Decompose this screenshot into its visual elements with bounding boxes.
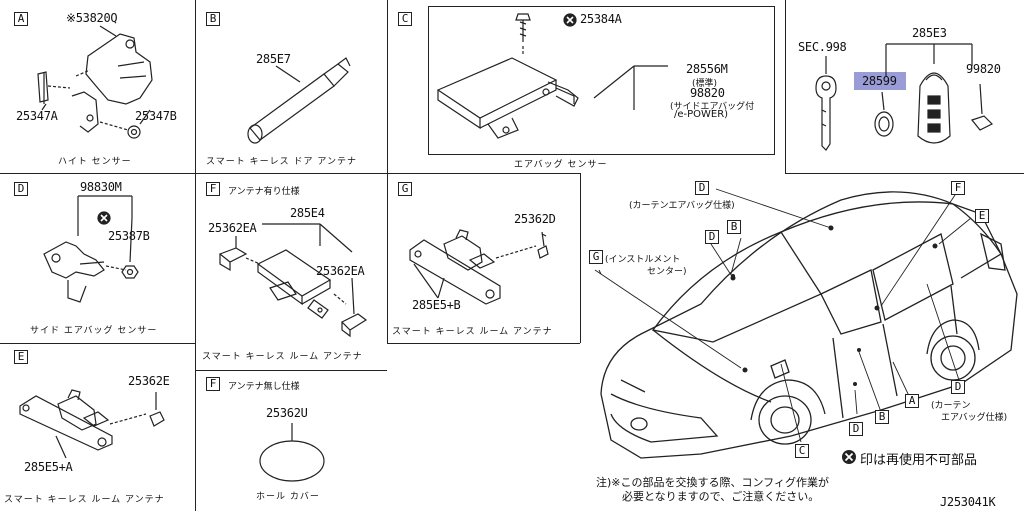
panel-tag: F — [206, 182, 220, 196]
panel-caption: スマート キーレス ルーム アンテナ — [202, 352, 363, 362]
divider — [195, 0, 196, 511]
part-number: 285E5+A — [24, 460, 73, 474]
location-tag: D — [951, 380, 965, 394]
panel-caption: ハイト センサー — [58, 157, 132, 167]
location-tag: D — [695, 181, 709, 195]
part-number: 25347A — [16, 109, 58, 123]
divider — [0, 343, 195, 344]
panel-caption: スマート キーレス ルーム アンテナ — [4, 495, 165, 505]
panel-c: C 25384A 28556M (標準) 98820 (サイドエアバッグ付 /e… — [388, 0, 785, 173]
part-number: 285E3 — [912, 26, 947, 40]
inset-frame — [774, 6, 775, 155]
location-note: エアバッグ仕様) — [941, 413, 1008, 423]
divider — [0, 173, 580, 174]
location-note: センター) — [647, 267, 687, 277]
highlight-box — [854, 72, 906, 90]
location-tag: D — [705, 230, 719, 244]
panel-a: A ※53820Q 25347A 25347B ハイト センサー — [0, 0, 195, 173]
part-number: 285E5+B — [412, 298, 461, 312]
panel-caption: スマート キーレス ルーム アンテナ — [392, 327, 553, 337]
panel-key: SEC.998 285E3 28599 99820 — [786, 0, 1024, 173]
panel-tag: F — [206, 377, 220, 391]
panel-tag: A — [14, 12, 28, 26]
key-fob-drawing — [815, 43, 994, 151]
panel-tag: G — [398, 182, 412, 196]
part-number: 25362EA — [208, 221, 257, 235]
panel-f-with-antenna: F アンテナ有り仕様 285E4 25362EA 25362EA スマート キー… — [196, 174, 387, 370]
part-number: 25347B — [135, 109, 177, 123]
divider — [387, 173, 388, 343]
panel-tag: C — [398, 12, 412, 26]
part-note: (サイドエアバッグ付 — [670, 102, 755, 112]
part-number: 25362E — [128, 374, 170, 388]
vehicle-drawing — [594, 188, 1018, 459]
panel-tag: B — [206, 12, 220, 26]
variant-title: アンテナ有り仕様 — [228, 187, 300, 197]
location-note: (カーテン — [931, 401, 971, 411]
divider — [387, 343, 580, 344]
location-tag: D — [849, 422, 863, 436]
footnote-line: 必要となりますので、ご注意ください。 — [622, 490, 820, 503]
vehicle-overview: D (カーテンエアバッグ仕様) F E D B G (インストルメント センター… — [581, 174, 1024, 511]
part-number: 25384A — [580, 12, 622, 26]
divider — [785, 173, 1024, 174]
location-tag: B — [875, 410, 889, 424]
part-number: 28556M — [686, 62, 728, 76]
location-note: (カーテンエアバッグ仕様) — [629, 201, 735, 211]
part-number: 25362D — [514, 212, 556, 226]
inset-frame — [428, 154, 775, 155]
panel-d: D 98830M 25387B サイド エアバッグ センサー — [0, 174, 195, 343]
legend-text: 印は再使用不可部品 — [860, 453, 978, 468]
panel-b: B 285E7 スマート キーレス ドア アンテナ — [196, 0, 387, 173]
side-airbag-sensor-drawing — [43, 195, 139, 303]
inset-frame — [428, 6, 775, 7]
airbag-sensor-drawing — [436, 13, 668, 139]
part-number: 98820 — [690, 86, 725, 100]
part-note: (標準) — [692, 79, 718, 89]
panel-g: G 25362D 285E5+B スマート キーレス ルーム アンテナ — [388, 174, 580, 343]
door-antenna-drawing — [247, 57, 351, 144]
variant-title: アンテナ無し仕様 — [228, 382, 300, 392]
location-tag: G — [589, 250, 603, 264]
panel-f-without-antenna: F アンテナ無し仕様 25362U ホール カバー — [196, 371, 387, 511]
part-number: 98830M — [80, 180, 122, 194]
part-number: ※53820Q — [66, 11, 118, 25]
section-reference: SEC.998 — [798, 40, 847, 54]
room-antenna-f-drawing — [218, 223, 368, 338]
divider — [580, 173, 581, 343]
panel-caption: サイド エアバッグ センサー — [30, 326, 158, 336]
part-number-highlighted: 28599 — [862, 74, 897, 88]
room-antenna-e-drawing — [19, 389, 165, 459]
part-number: 25362U — [266, 406, 308, 420]
inset-frame — [428, 6, 429, 155]
part-number: 25362EA — [316, 264, 365, 278]
part-note: /e-POWER) — [674, 109, 729, 120]
divider — [387, 0, 388, 173]
room-antenna-g-drawing — [409, 229, 549, 305]
location-note: (インストルメント — [605, 255, 681, 265]
panel-caption: エアバッグ センサー — [514, 160, 608, 170]
footnote-line: 注)※この部品を交換する際、コンフィグ作業が — [596, 476, 829, 489]
location-tag: B — [727, 220, 741, 234]
part-number: 25387B — [108, 229, 150, 243]
panel-tag: D — [14, 182, 28, 196]
part-number: 99820 — [966, 62, 1001, 76]
part-number: 285E4 — [290, 206, 325, 220]
panel-e: E 25362E 285E5+A スマート キーレス ルーム アンテナ — [0, 344, 195, 511]
diagram-code: J253041K — [940, 495, 996, 509]
location-tag: F — [951, 181, 965, 195]
hole-cover-drawing — [259, 423, 325, 482]
height-sensor-drawing — [37, 25, 153, 139]
location-tag: A — [905, 394, 919, 408]
panel-caption: ホール カバー — [256, 492, 320, 502]
panel-caption: スマート キーレス ドア アンテナ — [206, 157, 357, 167]
location-tag: E — [975, 209, 989, 223]
part-number: 285E7 — [256, 52, 291, 66]
location-tag: C — [795, 444, 809, 458]
divider — [785, 0, 786, 173]
divider — [196, 370, 387, 371]
panel-tag: E — [14, 350, 28, 364]
